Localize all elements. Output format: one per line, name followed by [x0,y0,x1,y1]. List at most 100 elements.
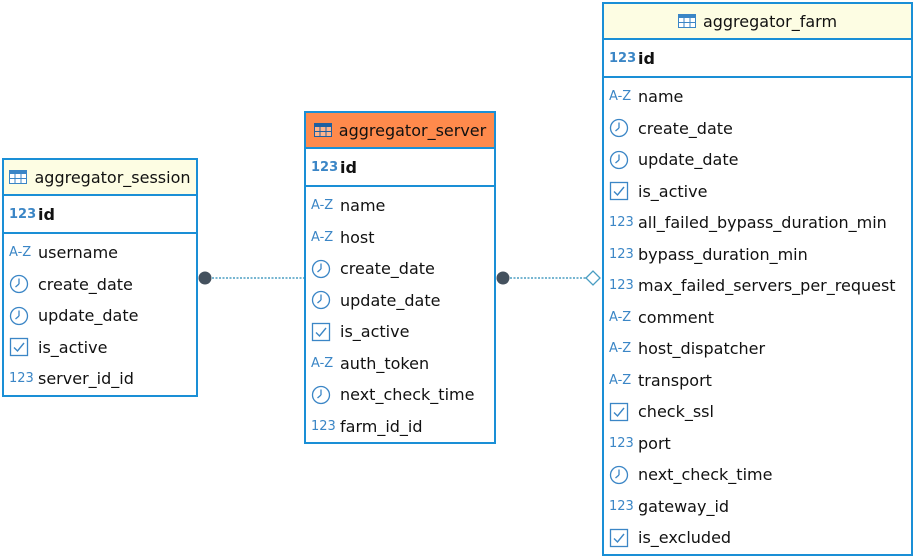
column-row[interactable]: update_date [306,285,494,317]
number-type-icon: 123 [609,215,634,231]
link-farm-diamond [585,270,601,286]
column-row[interactable]: is_active [306,316,494,348]
column-name: farm_id_id [340,416,423,436]
checkbox-icon [609,181,633,201]
column-name: max_failed_servers_per_request [638,276,896,296]
number-type-icon: 123 [311,159,339,175]
column-row[interactable]: is_active [4,332,196,364]
column-row[interactable]: A-Z host [306,222,494,254]
text-type-icon: A-Z [609,372,632,388]
column-row[interactable]: create_date [306,253,494,285]
column-row[interactable]: is_excluded [604,522,911,554]
number-type-icon: 123 [609,278,634,294]
text-type-icon: A-Z [609,309,632,325]
column-name: next_check_time [340,385,475,405]
column-name: gateway_id [638,496,730,516]
entity-title: aggregator_farm [702,11,838,31]
column-row[interactable]: A-Z comment [604,302,911,334]
link-session-endpoint [198,271,212,285]
clock-icon [609,118,633,138]
text-type-icon: A-Z [311,229,334,245]
column-name: comment [638,307,715,327]
clock-icon [609,465,633,485]
number-type-icon: 123 [311,418,336,434]
column-row[interactable]: A-Z username [4,237,196,269]
number-type-icon: 123 [609,50,637,66]
column-name: create_date [340,259,435,279]
clock-icon [9,306,33,326]
checkbox-icon [609,402,633,422]
column-row[interactable]: A-Z name [306,190,494,222]
entity-header[interactable]: aggregator_session [4,160,196,196]
entity-title: aggregator_session [34,167,191,187]
column-name: bypass_duration_min [638,244,808,264]
column-name: create_date [38,274,133,294]
clock-icon [609,150,633,170]
text-type-icon: A-Z [311,198,334,214]
clock-icon [9,274,33,294]
column-name: check_ssl [638,402,714,422]
primary-key-name: id [638,48,655,68]
column-name: is_active [638,181,708,201]
checkbox-icon [609,528,633,548]
column-row[interactable]: next_check_time [306,379,494,411]
primary-key-name: id [38,204,55,224]
column-name: port [638,433,671,453]
clock-icon [311,290,335,310]
link-server-endpoint [496,271,510,285]
column-name: name [340,196,386,216]
text-type-icon: A-Z [9,245,32,261]
column-name: next_check_time [638,465,773,485]
number-type-icon: 123 [609,435,634,451]
column-row[interactable]: create_date [4,269,196,301]
entity-header[interactable]: aggregator_farm [604,4,911,40]
number-type-icon: 123 [609,246,634,262]
column-row[interactable]: create_date [604,113,911,145]
column-row[interactable]: is_active [604,176,911,208]
column-row[interactable]: A-Z name [604,81,911,113]
column-row[interactable]: update_date [4,300,196,332]
clock-icon [311,385,335,405]
column-list: A-Z username create_date update_date is_acti… [4,234,196,395]
column-name: is_active [340,322,410,342]
text-type-icon: A-Z [609,89,632,105]
column-name: transport [638,370,712,390]
entity-header[interactable]: aggregator_server [306,113,494,149]
column-name: all_failed_bypass_duration_min [638,213,887,233]
column-name: username [38,243,118,263]
checkbox-icon [311,322,335,342]
column-row[interactable]: check_ssl [604,396,911,428]
column-name: is_excluded [638,528,732,548]
primary-key-row[interactable]: 123 id [306,149,494,187]
column-name: is_active [38,337,108,357]
entity-aggregator-farm[interactable]: aggregator_farm 123 id A-Z name create_dat… [602,2,913,556]
column-name: host [340,227,375,247]
entity-title: aggregator_server [338,120,487,140]
primary-key-row[interactable]: 123 id [604,40,911,78]
column-row[interactable]: A-Z transport [604,365,911,397]
column-row[interactable]: update_date [604,144,911,176]
clock-icon [311,259,335,279]
table-icon [9,170,28,184]
column-row[interactable]: next_check_time [604,459,911,491]
text-type-icon: A-Z [311,355,334,371]
column-name: host_dispatcher [638,339,766,359]
table-icon [313,123,332,137]
primary-key-row[interactable]: 123 id [4,196,196,234]
text-type-icon: A-Z [609,341,632,357]
number-type-icon: 123 [609,498,634,514]
column-row[interactable]: A-Z host_dispatcher [604,333,911,365]
column-name: name [638,87,684,107]
column-name: update_date [340,290,441,310]
entity-aggregator-session[interactable]: aggregator_session 123 id A-Z username cre… [2,158,198,397]
